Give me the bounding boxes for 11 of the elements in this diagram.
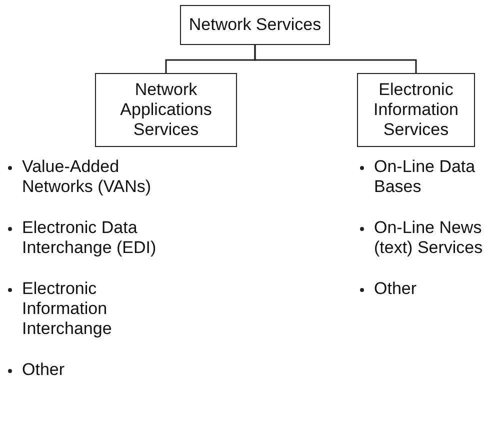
service-box: Network Applications Services (95, 73, 237, 147)
bullet-item: Other (4, 360, 164, 380)
bullet-item: On-Line News (text) Services (356, 218, 486, 258)
service-box: Electronic Information Services (357, 73, 475, 147)
bullet-item: Electronic Data Interchange (EDI) (4, 218, 164, 258)
bullet-item: Value-Added Networks (VANs) (4, 157, 164, 197)
service-box: Network Services (180, 5, 330, 45)
bullet-item: Other (356, 279, 486, 299)
bullet-item: Electronic Information Interchange (4, 279, 164, 339)
connector-line (254, 45, 417, 73)
bullet-item: On-Line Data Bases (356, 157, 486, 197)
